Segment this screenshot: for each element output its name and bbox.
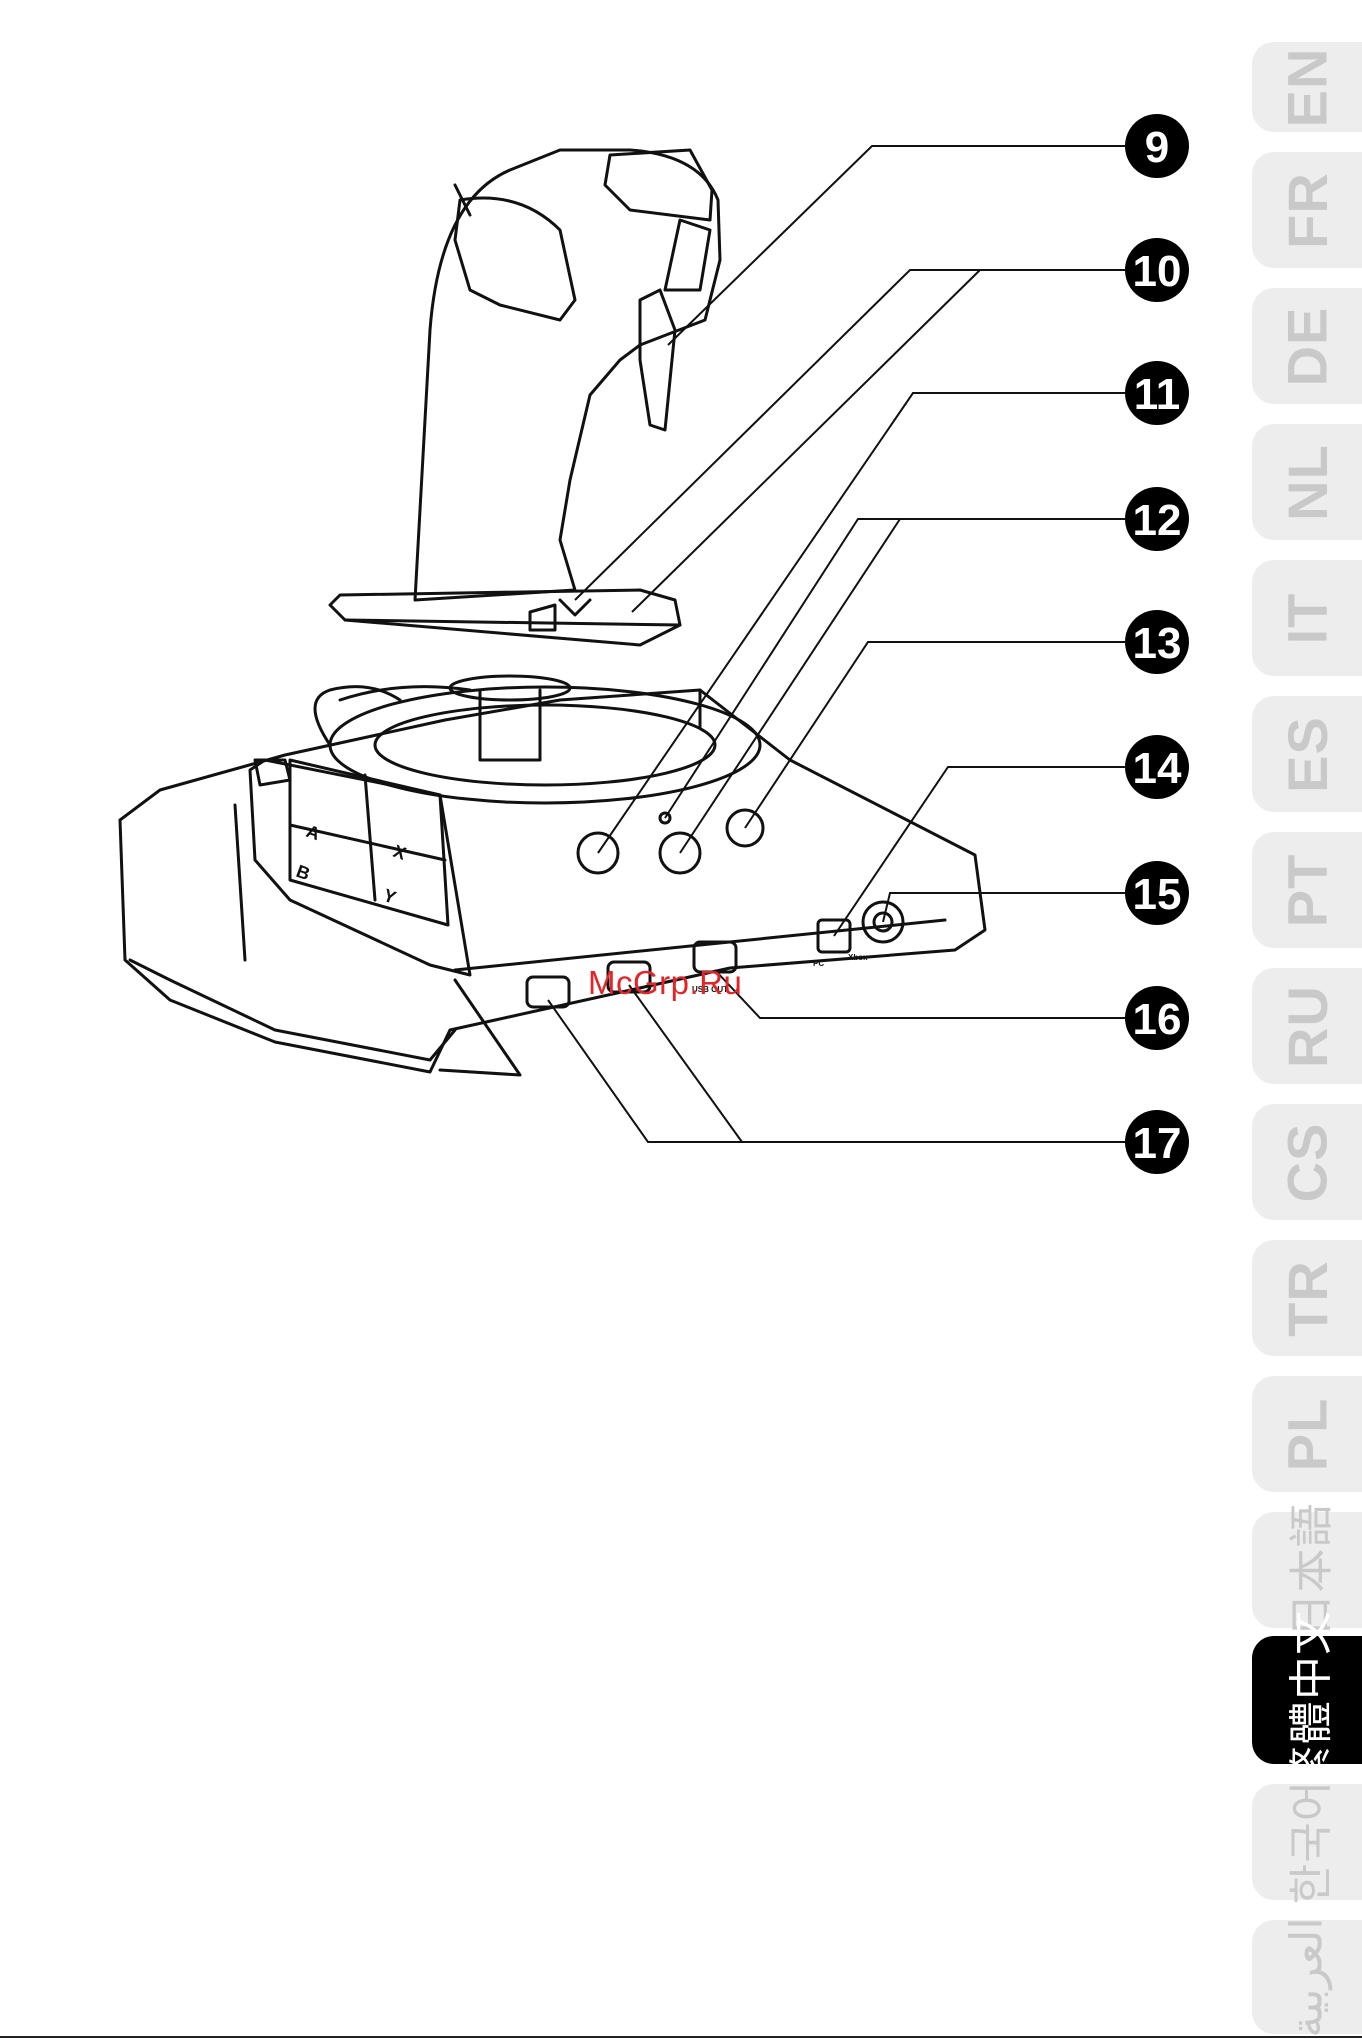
button-label-y: Y (381, 885, 399, 908)
lang-tab-it[interactable]: IT (1252, 560, 1362, 676)
leader-9 (668, 146, 1125, 345)
callout-14-number: 14 (1133, 744, 1182, 793)
callout-12-number: 12 (1133, 496, 1182, 545)
lang-tab-it-label: IT (1274, 592, 1339, 644)
callout-12: 12 (1125, 487, 1189, 551)
leader-11 (598, 393, 1125, 853)
leader-10a (575, 270, 1125, 600)
lang-tab-de[interactable]: DE (1252, 288, 1362, 404)
lang-tab-ar-label: العربية (1282, 1917, 1333, 2037)
leader-13 (745, 642, 1125, 828)
lang-tab-tr-label: TR (1275, 1260, 1340, 1337)
lang-tab-pt-label: PT (1275, 853, 1340, 927)
lang-tab-es[interactable]: ES (1252, 696, 1362, 812)
leader-17b (629, 985, 742, 1142)
callout-16-number: 16 (1133, 995, 1182, 1044)
lang-tab-pl-label: PL (1275, 1397, 1340, 1471)
abxy-panel (255, 760, 448, 925)
bottom-rule (0, 2036, 1362, 2038)
usb-port-1 (527, 977, 569, 1007)
callout-9-number: 9 (1145, 123, 1169, 172)
button-label-b: B (294, 861, 313, 884)
callout-9: 9 (1125, 114, 1189, 178)
callout-17-number: 17 (1133, 1119, 1182, 1168)
callout-14: 14 (1125, 735, 1189, 799)
lang-tab-zh-tw-label: 繁體中文 (1275, 1610, 1339, 1790)
lang-tab-zh-tw[interactable]: 繁體中文 (1252, 1636, 1362, 1764)
joystick-base (120, 687, 985, 1075)
leader-15 (883, 893, 1125, 922)
callout-10: 10 (1125, 238, 1189, 302)
lang-tab-ko-label: 한국어 (1275, 1780, 1339, 1904)
lang-tab-fr-label: FR (1275, 172, 1340, 249)
lang-tab-en[interactable]: EN (1252, 42, 1362, 132)
leader-14 (834, 767, 1125, 936)
lang-tab-cs[interactable]: CS (1252, 1104, 1362, 1220)
callout-13: 13 (1125, 610, 1189, 674)
callout-11: 11 (1125, 361, 1189, 425)
button-label-x: X (391, 841, 409, 864)
lang-tab-pl[interactable]: PL (1252, 1376, 1362, 1492)
lang-tab-en-label: EN (1274, 47, 1339, 127)
callout-10-number: 10 (1133, 247, 1182, 296)
callout-15: 15 (1125, 861, 1189, 925)
leader-16 (715, 970, 1125, 1018)
callout-13-number: 13 (1133, 619, 1182, 668)
joystick-stick (315, 150, 760, 803)
callout-16: 16 (1125, 986, 1189, 1050)
xbox-label: Xbox (848, 953, 868, 962)
watermark: McGrp.Ru (588, 964, 742, 1002)
callout-17: 17 (1125, 1110, 1189, 1174)
pc-label: PC (813, 959, 824, 968)
lang-tab-nl[interactable]: NL (1252, 424, 1362, 540)
lang-tab-pt[interactable]: PT (1252, 832, 1362, 948)
lang-tab-ru[interactable]: RU (1252, 968, 1362, 1084)
lang-tab-cs-label: CS (1274, 1122, 1339, 1202)
lang-tab-es-label: ES (1274, 716, 1339, 793)
lang-tab-ko[interactable]: 한국어 (1252, 1784, 1362, 1900)
lang-tab-ru-label: RU (1274, 985, 1339, 1068)
lang-tab-tr[interactable]: TR (1252, 1240, 1362, 1356)
callout-11-number: 11 (1134, 370, 1181, 419)
lang-tab-de-label: DE (1274, 306, 1339, 386)
lang-tab-ar[interactable]: العربية (1252, 1920, 1362, 2034)
button-label-a: A (304, 821, 323, 844)
lang-tab-nl-label: NL (1275, 444, 1340, 521)
leader-10b (632, 270, 980, 612)
lang-tab-fr[interactable]: FR (1252, 152, 1362, 268)
leader-17a (548, 1000, 1125, 1142)
callout-15-number: 15 (1133, 870, 1182, 919)
